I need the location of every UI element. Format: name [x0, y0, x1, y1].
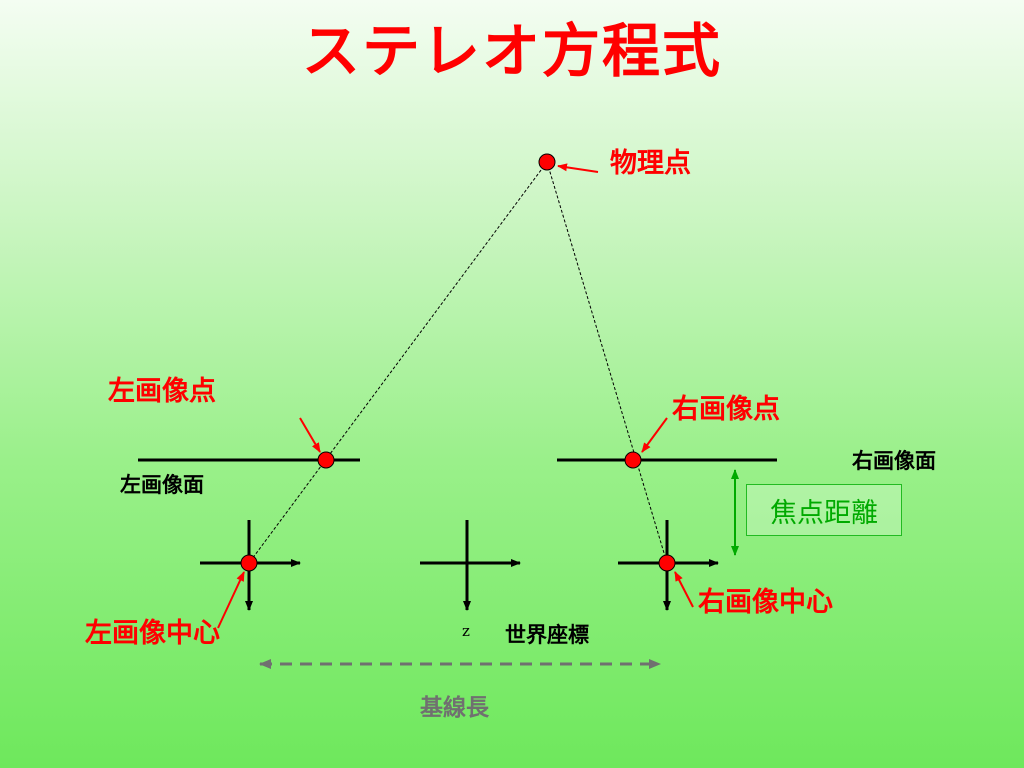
focal-length-label: 焦点距離 [746, 484, 902, 536]
projection-ray-left [248, 161, 548, 564]
z-axis-label: z [462, 622, 470, 640]
slide-title: ステレオ方程式 [301, 17, 722, 85]
right-image-center-label: 右画像中心 [698, 587, 833, 618]
physical-point-pointer [557, 163, 599, 173]
right-image-point-marker [624, 451, 642, 469]
baseline-label: 基線長 [420, 695, 489, 721]
right-image-plane-label: 右画像面 [852, 449, 936, 473]
left-image-center-pointer [217, 571, 245, 629]
projection-ray-right [546, 161, 668, 564]
right-image-point-label: 右画像点 [672, 394, 780, 425]
physical-point-label: 物理点 [610, 148, 691, 179]
left-image-center-label: 左画像中心 [85, 618, 220, 649]
right-image-center-marker [658, 554, 676, 572]
right-image-center-pointer [674, 571, 694, 608]
left-image-point-marker [317, 451, 335, 469]
world-coordinate-axes [420, 520, 521, 611]
left-image-center-marker [240, 554, 258, 572]
left-image-point-label: 左画像点 [108, 376, 216, 407]
world-coordinates-label: 世界座標 [505, 623, 589, 647]
left-image-point-pointer [299, 417, 321, 453]
left-image-plane-label: 左画像面 [120, 473, 204, 497]
right-image-point-pointer [641, 417, 668, 453]
physical-point-marker [538, 153, 556, 171]
